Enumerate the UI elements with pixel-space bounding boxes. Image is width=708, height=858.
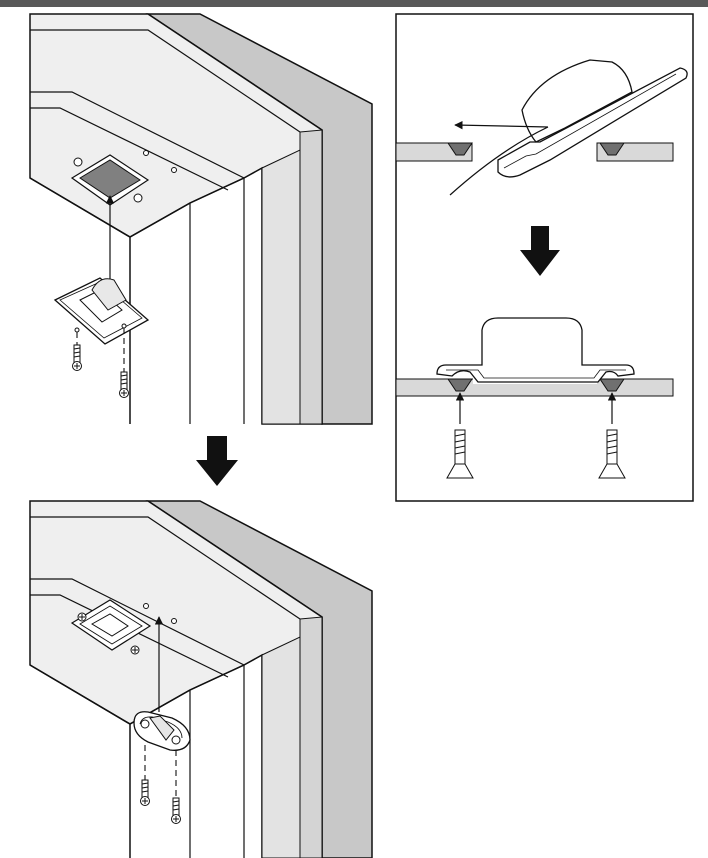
- step2-cabinet-corner: [29, 500, 373, 858]
- detail-screw-right-screw-icon: [598, 429, 626, 479]
- detail-left-arrow-icon: [454, 120, 549, 130]
- detail-clip-seated: [436, 317, 635, 383]
- step1-screw-right-screw-icon: [119, 371, 129, 398]
- detail-clip-tilted: [497, 59, 688, 178]
- detail-screw-left-screw-icon: [446, 429, 474, 479]
- detail-down-arrow-icon: [520, 226, 560, 276]
- step1-cabinet-corner: [29, 13, 373, 425]
- step1-screw-left-screw-icon: [72, 344, 82, 371]
- step-down-arrow-icon: [196, 436, 238, 486]
- step2-screw-right-screw-icon: [171, 797, 181, 824]
- step2-screw-left-screw-icon: [140, 779, 150, 806]
- step1-mounting-plate: [53, 277, 150, 345]
- step2-hook-bracket: [133, 711, 191, 751]
- step2-installed-plate: [70, 599, 177, 655]
- detail-panel: [395, 13, 694, 502]
- step1-plate-recess: [70, 150, 177, 206]
- top-header-bar: [0, 0, 708, 7]
